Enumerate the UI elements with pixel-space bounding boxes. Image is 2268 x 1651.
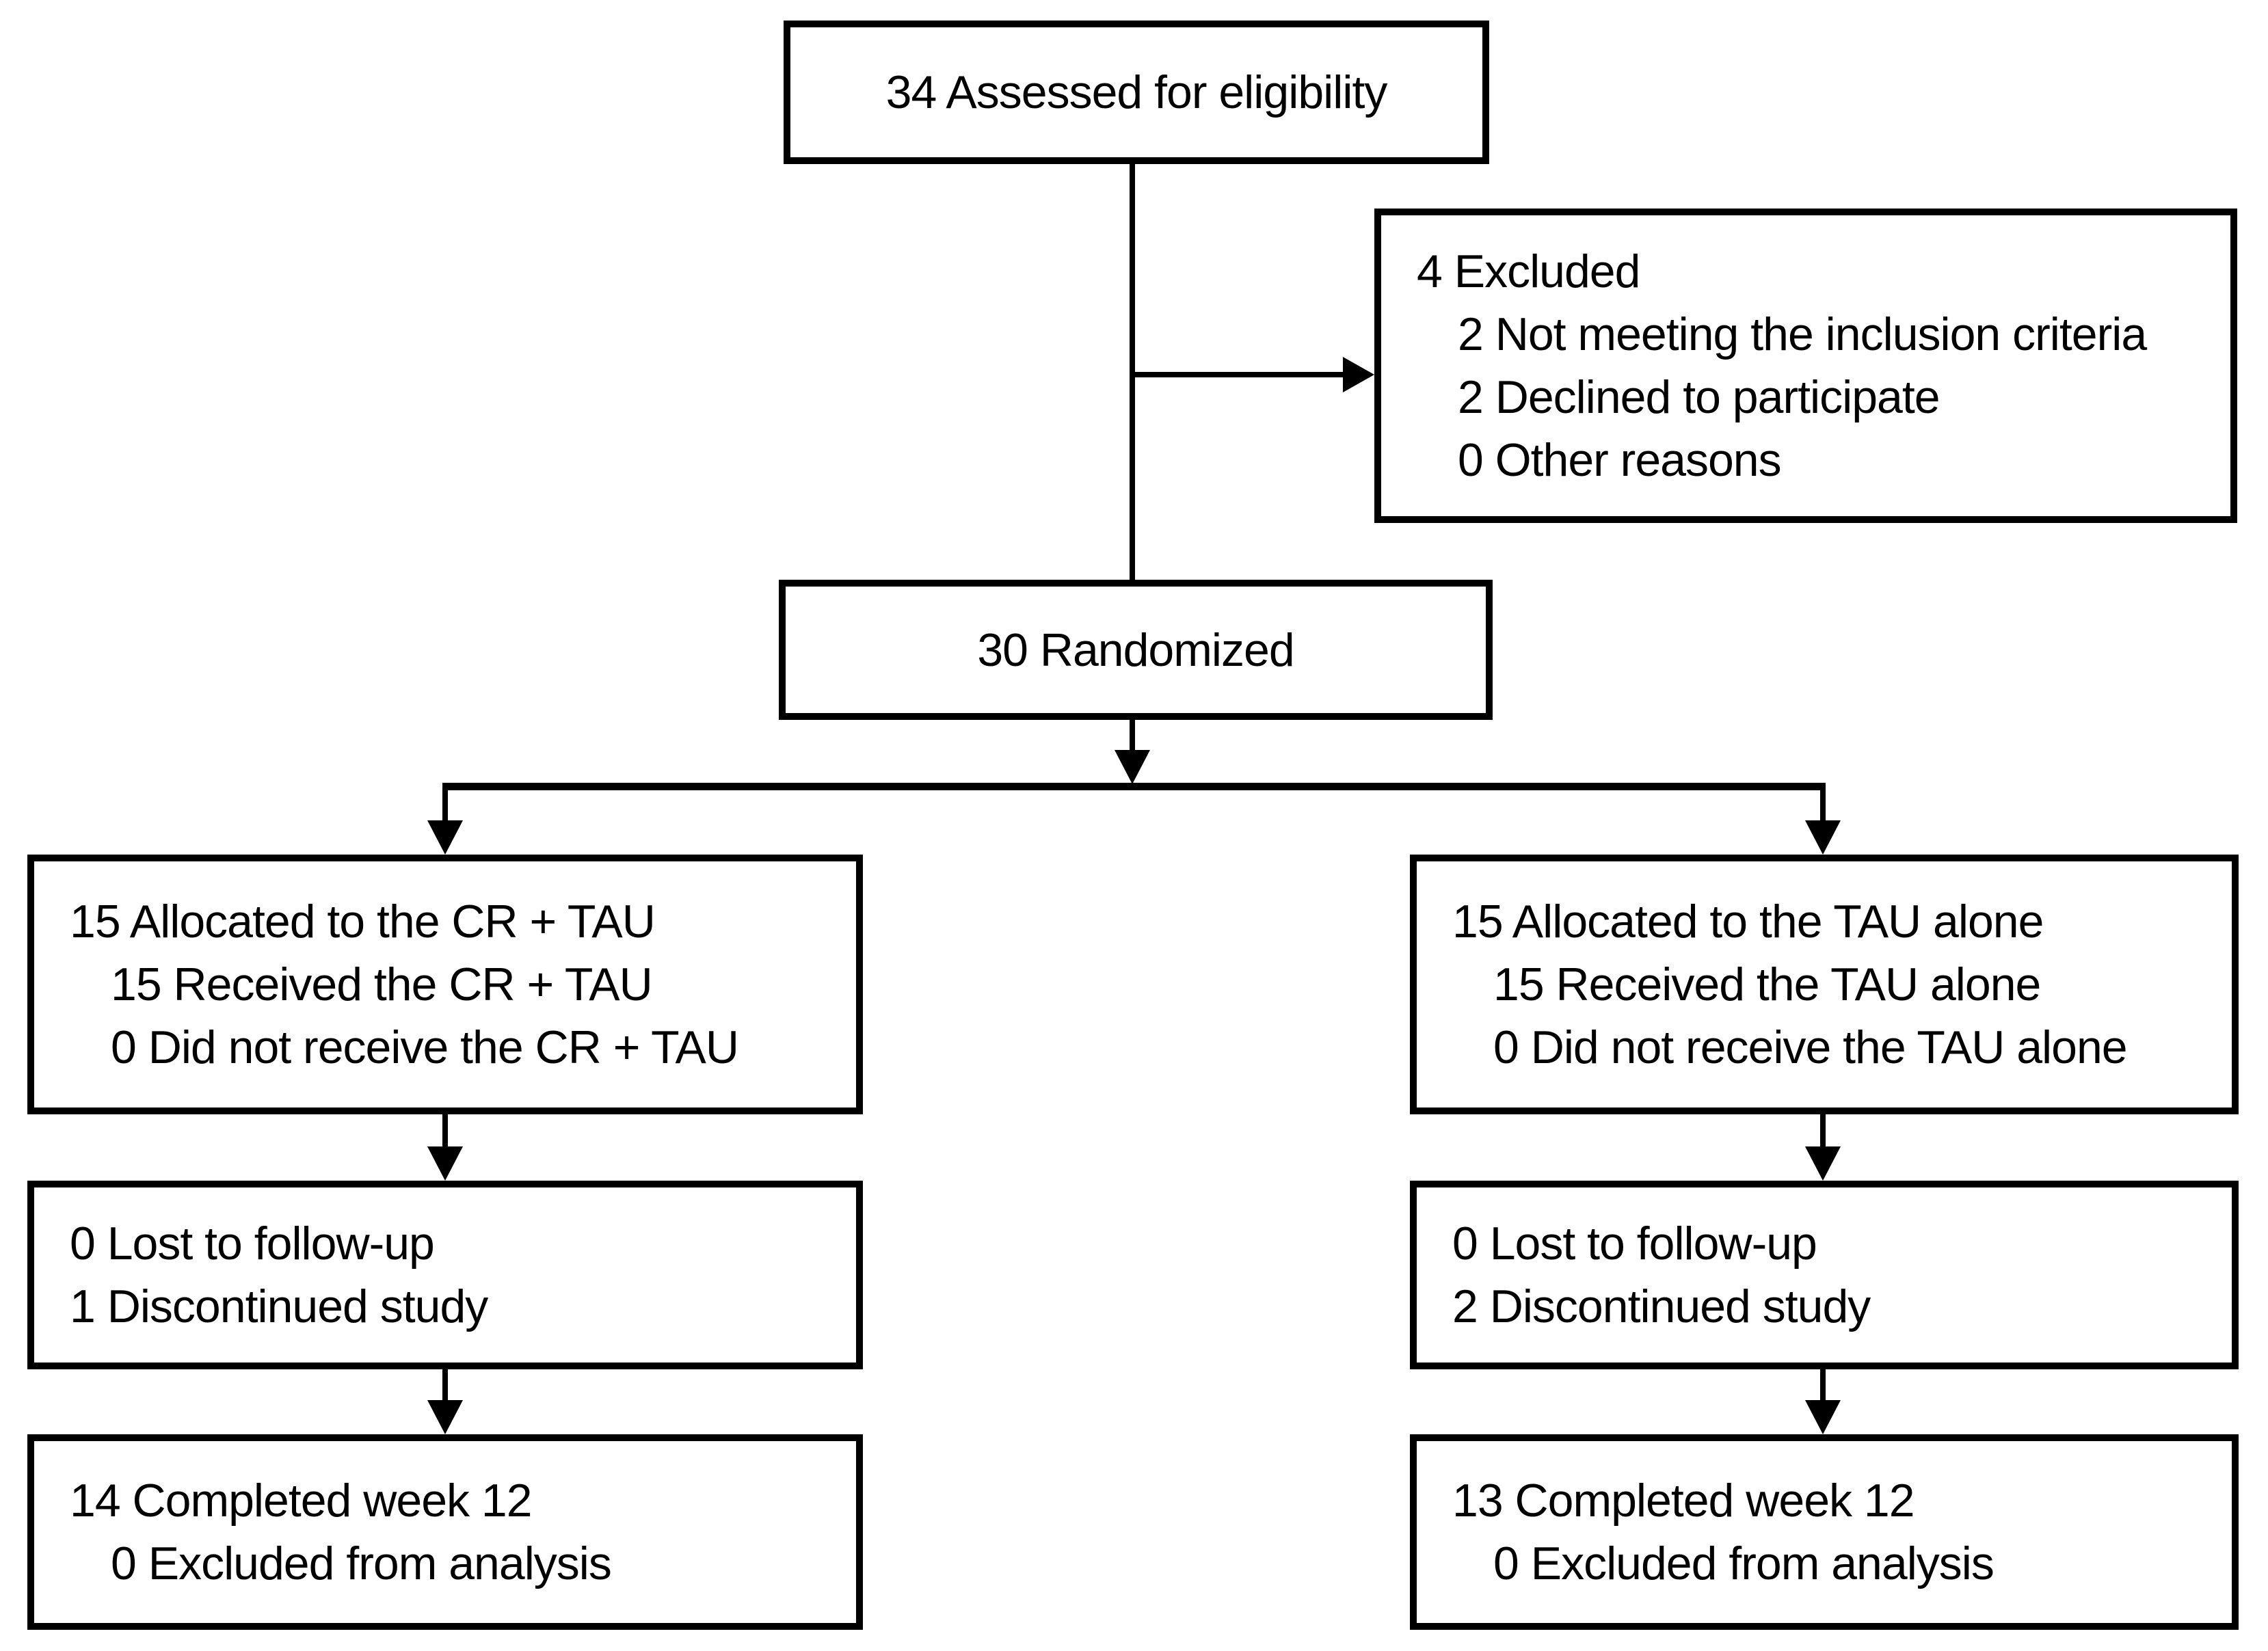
connector-allocation-to-followup-right — [1820, 1114, 1826, 1148]
box-line: 0 Other reasons — [1458, 434, 1782, 486]
randomized-box: 30 Randomized — [779, 580, 1493, 720]
box-line: 13 Completed week 12 — [1452, 1475, 1915, 1527]
box-line: 15 Allocated to the CR + TAU — [70, 896, 656, 948]
connector-allocation-to-followup-left — [442, 1114, 448, 1148]
analysis-tau-alone-box: 13 Completed week 12 0 Excluded from anal… — [1410, 1434, 2239, 1630]
box-line: 0 Excluded from analysis — [111, 1538, 612, 1589]
arrowhead-down-allocation-left-icon — [427, 820, 463, 855]
connector-followup-to-analysis-right — [1820, 1369, 1826, 1401]
box-line: 0 Excluded from analysis — [1493, 1538, 1994, 1589]
arrowhead-down-followup-right-icon — [1805, 1146, 1841, 1181]
arrowhead-right-excluded-icon — [1343, 357, 1374, 392]
box-line: 2 Not meeting the inclusion criteria — [1458, 308, 2147, 360]
followup-tau-alone-box: 0 Lost to follow-up 2 Discontinued study — [1410, 1181, 2239, 1369]
eligibility-box: 34 Assessed for eligibility — [784, 21, 1489, 164]
allocation-tau-alone-box: 15 Allocated to the TAU alone 15 Received… — [1410, 855, 2239, 1114]
connector-split-to-allocation-right — [1820, 790, 1826, 822]
box-line: 0 Lost to follow-up — [1452, 1218, 1817, 1270]
box-line: 14 Completed week 12 — [70, 1475, 533, 1527]
arrowhead-down-analysis-right-icon — [1805, 1400, 1841, 1434]
arrowhead-down-followup-left-icon — [427, 1146, 463, 1181]
box-line: 0 Did not receive the CR + TAU — [111, 1021, 739, 1073]
box-line: 2 Declined to participate — [1458, 371, 1940, 423]
arrowhead-down-split-icon — [1115, 750, 1150, 784]
box-line: 15 Received the CR + TAU — [111, 958, 653, 1010]
connector-randomized-to-split — [1130, 720, 1135, 752]
box-line: 2 Discontinued study — [1452, 1280, 1871, 1332]
box-line: 15 Allocated to the TAU alone — [1452, 896, 2044, 948]
box-line: 34 Assessed for eligibility — [885, 66, 1388, 118]
box-line: 15 Received the TAU alone — [1493, 958, 2041, 1010]
arrowhead-down-allocation-right-icon — [1805, 820, 1841, 855]
excluded-box: 4 Excluded 2 Not meeting the inclusion cr… — [1374, 209, 2237, 523]
connector-to-excluded — [1130, 372, 1346, 377]
box-line: 0 Lost to follow-up — [70, 1218, 435, 1270]
connector-split-to-allocation-left — [442, 790, 448, 822]
arrowhead-down-analysis-left-icon — [427, 1400, 463, 1434]
box-line: 4 Excluded — [1417, 245, 1640, 297]
box-line: 1 Discontinued study — [70, 1280, 488, 1332]
analysis-cr-tau-box: 14 Completed week 12 0 Excluded from anal… — [27, 1434, 863, 1630]
box-line: 0 Did not receive the TAU alone — [1493, 1021, 2128, 1073]
followup-cr-tau-box: 0 Lost to follow-up 1 Discontinued study — [27, 1181, 863, 1369]
allocation-cr-tau-box: 15 Allocated to the CR + TAU 15 Received … — [27, 855, 863, 1114]
connector-followup-to-analysis-left — [442, 1369, 448, 1401]
box-line: 30 Randomized — [977, 623, 1294, 676]
split-bar — [442, 783, 1826, 790]
